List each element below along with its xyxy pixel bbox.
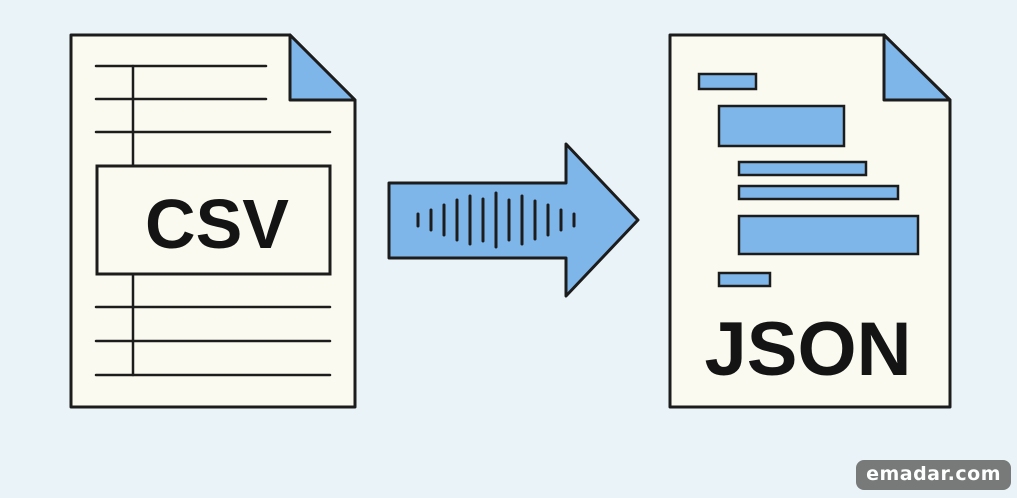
csv-label: CSV	[145, 185, 289, 263]
json-block	[697, 72, 758, 91]
waveform-icon	[416, 191, 576, 249]
json-block	[737, 184, 900, 201]
csv-table-lines	[94, 64, 332, 377]
csv-file-icon: CSV	[69, 33, 357, 409]
json-structure-blocks	[697, 72, 920, 288]
conversion-arrow-icon	[387, 142, 640, 298]
json-block	[737, 160, 868, 177]
json-page-fold	[882, 33, 952, 102]
arrow-shape	[387, 142, 640, 298]
json-block	[717, 104, 846, 148]
json-label: JSON	[705, 307, 912, 392]
csv-page-fold	[288, 33, 357, 102]
json-file-icon: JSON	[668, 33, 952, 409]
json-block	[717, 271, 772, 288]
csv-label-box	[95, 164, 332, 276]
watermark-badge: emadar.com	[856, 460, 1011, 490]
json-block	[737, 214, 920, 256]
